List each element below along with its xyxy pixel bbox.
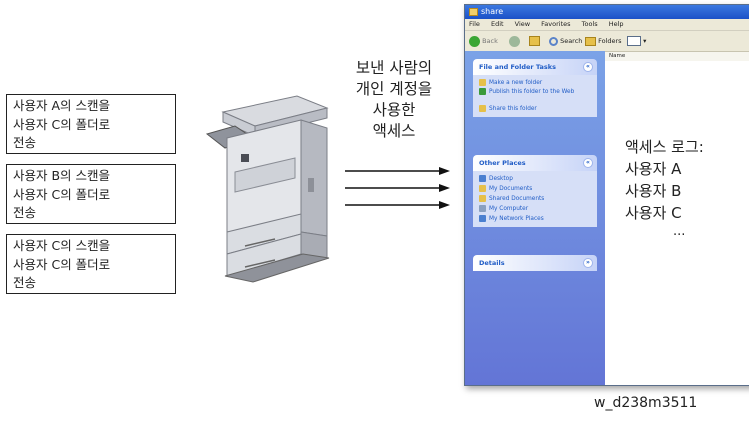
folders-label: Folders — [598, 37, 622, 45]
scan-box-line: 사용자 B의 스캔을 — [13, 168, 111, 183]
scan-box-user-c: 사용자 C의 스캔을 사용자 C의 폴더로 전송 — [6, 234, 176, 294]
scan-box-user-a: 사용자 A의 스캔을 사용자 C의 폴더로 전송 — [6, 94, 176, 154]
panel-header[interactable]: Details » — [473, 255, 597, 271]
network-icon — [479, 215, 486, 222]
window-titlebar[interactable]: share — [465, 5, 749, 19]
access-caption: 보낸 사람의 개인 계정을 사용한 액세스 — [334, 58, 454, 142]
forward-button[interactable] — [509, 35, 520, 47]
collapse-chevron-icon[interactable]: « — [583, 62, 593, 72]
scan-box-line: 전송 — [13, 275, 37, 290]
access-log-entry: 사용자 A — [625, 160, 682, 178]
place-label: My Network Places — [489, 216, 544, 222]
task-label: Make a new folder — [489, 80, 543, 86]
scan-box-user-b: 사용자 B의 스캔을 사용자 C의 폴더로 전송 — [6, 164, 176, 224]
dropdown-icon: ▾ — [643, 37, 647, 45]
publish-web-icon — [479, 88, 486, 95]
up-folder-icon — [529, 36, 540, 46]
folders-icon — [585, 36, 596, 46]
scan-box-line: 사용자 A의 스캔을 — [13, 98, 110, 113]
panel-body: Make a new folder Publish this folder to… — [473, 75, 597, 117]
scan-box-line: 사용자 C의 폴더로 — [13, 116, 111, 132]
menu-tools[interactable]: Tools — [581, 20, 598, 28]
task-publish-folder[interactable]: Publish this folder to the Web — [479, 88, 591, 104]
task-pane: File and Folder Tasks « Make a new folde… — [465, 51, 605, 385]
menu-help[interactable]: Help — [608, 20, 624, 28]
scan-box-line: 전송 — [13, 135, 37, 150]
column-header-label: Name — [609, 53, 626, 59]
scan-box-line: 사용자 C의 스캔을 — [13, 238, 111, 253]
panel-body: Desktop My Documents Shared Documents My… — [473, 171, 597, 227]
menu-file[interactable]: File — [469, 20, 480, 28]
collapse-chevron-icon[interactable]: « — [583, 158, 593, 168]
caption-line: 개인 계정을 — [355, 80, 433, 98]
documents-folder-icon — [479, 185, 486, 192]
folder-content-area[interactable]: 액세스 로그: 사용자 A 사용자 B 사용자 C ... — [605, 61, 749, 385]
place-desktop[interactable]: Desktop — [479, 174, 591, 184]
back-arrow-icon — [469, 35, 480, 47]
panel-title: Other Places — [479, 159, 526, 167]
menu-bar: File Edit View Favorites Tools Help — [465, 19, 749, 31]
place-label: My Computer — [489, 206, 529, 212]
place-my-documents[interactable]: My Documents — [479, 184, 591, 194]
toolbar: Back Search Folders ▾ — [465, 31, 749, 52]
explorer-window: share File Edit View Favorites Tools Hel… — [464, 4, 749, 386]
menu-view[interactable]: View — [514, 20, 531, 28]
search-icon — [549, 36, 558, 46]
folders-button[interactable]: Folders — [585, 35, 622, 47]
back-button[interactable]: Back — [469, 35, 498, 47]
views-icon — [627, 36, 641, 46]
up-folder-button[interactable] — [529, 35, 540, 47]
search-button[interactable]: Search — [549, 35, 582, 47]
shared-folder-icon — [479, 195, 486, 202]
task-label: Share this folder — [489, 106, 537, 112]
scan-box-line: 전송 — [13, 205, 37, 220]
arrow-right-icon — [345, 184, 450, 192]
share-folder-icon — [479, 105, 486, 112]
place-my-computer[interactable]: My Computer — [479, 204, 591, 214]
panel-details: Details » — [473, 255, 597, 271]
figure-id: w_d238m3511 — [594, 395, 698, 411]
caption-line: 보낸 사람의 — [355, 59, 433, 77]
access-log-title: 액세스 로그: — [625, 138, 704, 156]
place-shared-documents[interactable]: Shared Documents — [479, 194, 591, 204]
menu-edit[interactable]: Edit — [490, 20, 504, 28]
panel-header[interactable]: File and Folder Tasks « — [473, 59, 597, 75]
access-log-entry: 사용자 B — [625, 182, 682, 200]
back-label: Back — [482, 37, 498, 45]
forward-arrow-icon — [509, 35, 520, 47]
window-title: share — [481, 7, 504, 16]
panel-other-places: Other Places « Desktop My Documents Shar… — [473, 155, 597, 227]
scan-box-line: 사용자 C의 폴더로 — [13, 256, 111, 272]
expand-chevron-icon[interactable]: » — [583, 258, 593, 268]
caption-line: 사용한 — [372, 101, 416, 119]
place-label: My Documents — [489, 186, 533, 192]
desktop-icon — [479, 175, 486, 182]
new-folder-icon — [479, 79, 486, 86]
place-my-network-places[interactable]: My Network Places — [479, 214, 591, 224]
access-log-more: ... — [673, 224, 686, 239]
search-label: Search — [560, 37, 583, 45]
computer-icon — [479, 205, 486, 212]
access-log-entry: 사용자 C — [625, 204, 682, 222]
menu-favorites[interactable]: Favorites — [541, 20, 571, 28]
multifunction-printer-icon — [205, 95, 330, 283]
panel-title: File and Folder Tasks — [479, 63, 556, 71]
scan-box-line: 사용자 C의 폴더로 — [13, 186, 111, 202]
task-share-folder[interactable]: Share this folder — [479, 104, 591, 114]
arrow-right-icon — [345, 201, 450, 209]
place-label: Desktop — [489, 176, 513, 182]
access-log: 액세스 로그: 사용자 A 사용자 B 사용자 C ... — [625, 136, 704, 240]
folder-icon — [469, 8, 478, 16]
panel-title: Details — [479, 259, 505, 267]
arrow-right-icon — [345, 167, 450, 175]
task-label: Publish this folder to the Web — [489, 89, 575, 95]
caption-line: 액세스 — [372, 122, 416, 140]
place-label: Shared Documents — [489, 196, 545, 202]
task-make-new-folder[interactable]: Make a new folder — [479, 78, 591, 88]
views-button[interactable]: ▾ — [627, 35, 646, 47]
panel-file-folder-tasks: File and Folder Tasks « Make a new folde… — [473, 59, 597, 117]
panel-header[interactable]: Other Places « — [473, 155, 597, 171]
